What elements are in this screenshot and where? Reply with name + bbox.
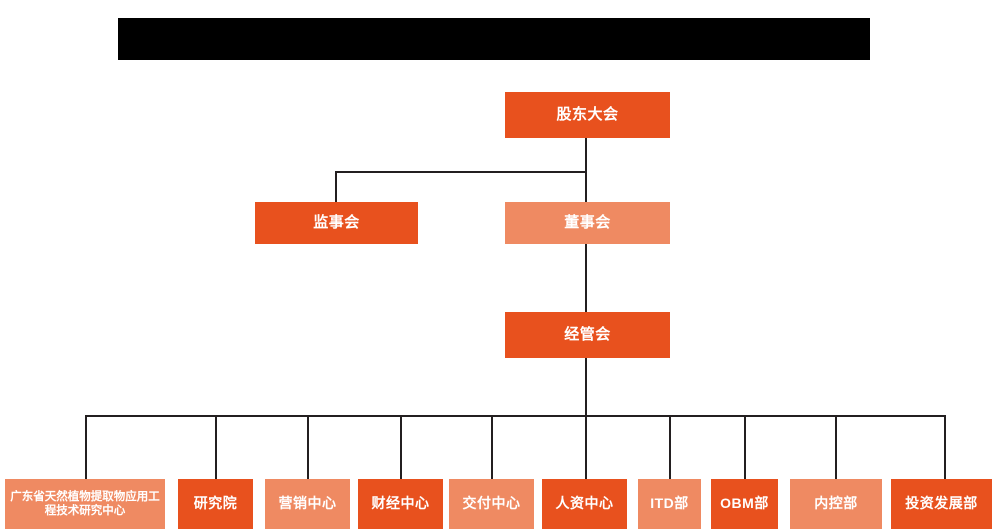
node-board-of-directors-label: 董事会 xyxy=(564,213,611,231)
node-department-label: ITD部 xyxy=(650,495,689,512)
node-department-label: 广东省天然植物提取物应用工程技术研究中心 xyxy=(10,490,160,517)
node-supervisory-board-label: 监事会 xyxy=(313,213,360,231)
connector-management-down xyxy=(585,358,587,416)
connector-drop-dept-6 xyxy=(585,415,587,479)
node-department-marketing-center[interactable]: 营销中心 xyxy=(265,479,350,529)
node-department-research-institute[interactable]: 研究院 xyxy=(178,479,253,529)
connector-shareholders-down xyxy=(585,138,587,172)
node-department-label: 投资发展部 xyxy=(905,495,978,512)
connector-to-supervisory-board xyxy=(335,171,337,202)
node-board-of-directors[interactable]: 董事会 xyxy=(505,202,670,244)
connector-departments-bus xyxy=(85,415,946,417)
node-shareholders-meeting-label: 股东大会 xyxy=(556,105,619,123)
node-department-finance-center[interactable]: 财经中心 xyxy=(358,479,443,529)
node-shareholders-meeting[interactable]: 股东大会 xyxy=(505,92,670,138)
node-department-hr-center[interactable]: 人资中心 xyxy=(542,479,627,529)
connector-drop-dept-4 xyxy=(400,415,402,479)
node-supervisory-board[interactable]: 监事会 xyxy=(255,202,418,244)
node-management-committee[interactable]: 经管会 xyxy=(505,312,670,358)
node-department-label: 营销中心 xyxy=(278,495,337,512)
title-bar xyxy=(118,18,870,60)
node-management-committee-label: 经管会 xyxy=(564,325,611,343)
connector-drop-dept-3 xyxy=(307,415,309,479)
connector-drop-dept-2 xyxy=(215,415,217,479)
node-department-delivery-center[interactable]: 交付中心 xyxy=(449,479,534,529)
node-department-internal-control[interactable]: 内控部 xyxy=(790,479,882,529)
node-department-label: 交付中心 xyxy=(462,495,521,512)
node-department-investment-development[interactable]: 投资发展部 xyxy=(891,479,992,529)
node-department-label: 财经中心 xyxy=(371,495,430,512)
connector-drop-dept-5 xyxy=(491,415,493,479)
connector-drop-dept-7 xyxy=(669,415,671,479)
node-department-guangdong-research-center[interactable]: 广东省天然植物提取物应用工程技术研究中心 xyxy=(5,479,165,529)
connector-to-board-of-directors xyxy=(585,171,587,202)
node-department-obm[interactable]: OBM部 xyxy=(711,479,778,529)
title-bar-text xyxy=(118,18,870,60)
node-department-label: 人资中心 xyxy=(555,495,614,512)
node-department-label: 研究院 xyxy=(193,495,238,512)
connector-board-to-management xyxy=(585,244,587,312)
node-department-label: 内控部 xyxy=(814,495,858,512)
node-department-label: OBM部 xyxy=(720,495,769,512)
node-department-itd[interactable]: ITD部 xyxy=(638,479,701,529)
connector-level2-bus xyxy=(335,171,587,173)
connector-drop-dept-10 xyxy=(944,415,946,479)
connector-drop-dept-9 xyxy=(835,415,837,479)
connector-drop-dept-1 xyxy=(85,415,87,479)
connector-drop-dept-8 xyxy=(744,415,746,479)
